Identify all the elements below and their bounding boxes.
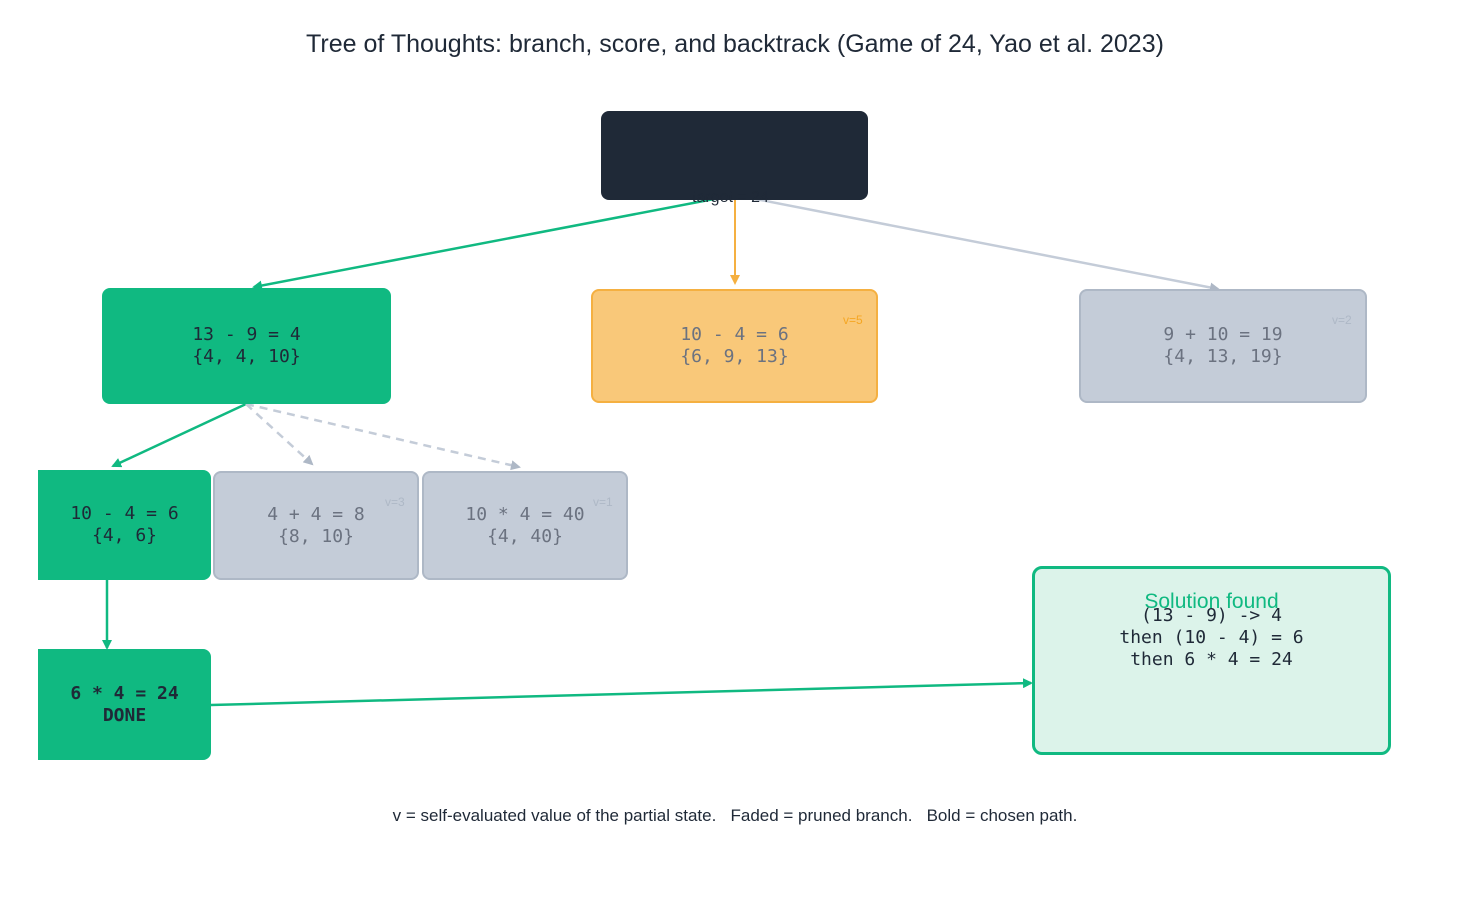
solution-step-2: then (10 - 4) = 6 [1119, 627, 1304, 648]
edge-root-to-l1-chosen [252, 193, 736, 291]
edge-l3-to-solution [210, 678, 1033, 707]
l1-node-orange-op: 10 - 4 = 6 [680, 324, 789, 345]
solution-panel [1032, 566, 1391, 755]
l1-node-pruned-op: 9 + 10 = 19 [1163, 324, 1283, 345]
root-target-label: target = 24 [692, 189, 769, 206]
edge-root-to-l1-pruned [734, 193, 1220, 293]
l2-node-pruned-b-op: 10 * 4 = 40 [465, 503, 585, 525]
l1-node-orange: 10 - 4 = 6 {6, 9, 13} [591, 289, 878, 403]
l2-node-pruned-a-score: v=3 [385, 495, 405, 509]
l2-node-pruned-b-set: {4, 40} [487, 525, 563, 547]
legend-footnote: v = self-evaluated value of the partial … [0, 806, 1470, 826]
l1-node-pruned: 9 + 10 = 19 {4, 13, 19} [1079, 289, 1367, 403]
edge-l1-to-l2-pruned-a [245, 403, 314, 466]
edge-l1-to-l2-pruned-b [245, 402, 521, 471]
l2-node-chosen-op: 10 - 4 = 6 [70, 503, 179, 524]
l1-node-chosen-set: {4, 4, 10} [192, 346, 301, 367]
root-node [601, 111, 868, 200]
solution-title: Solution found [1144, 590, 1279, 613]
solution-steps: (13 - 9) -> 4 then (10 - 4) = 6 then 6 *… [1032, 605, 1391, 671]
l1-node-chosen: 13 - 9 = 4 {4, 4, 10} [102, 288, 391, 404]
l3-node-done-op: 6 * 4 = 24 [70, 682, 179, 704]
l2-node-chosen-set: {4, 6} [91, 525, 158, 546]
edge-l1-to-l2-chosen [111, 402, 247, 468]
l3-node-done-label: DONE [102, 704, 147, 726]
l2-node-pruned-a-set: {8, 10} [278, 525, 354, 547]
diagram-title: Tree of Thoughts: branch, score, and bac… [306, 30, 1164, 58]
legend-footnote-text: v = self-evaluated value of the partial … [392, 806, 1078, 825]
l2-node-pruned-b-score: v=1 [593, 495, 613, 509]
l1-node-pruned-score: v=2 [1332, 313, 1352, 327]
l1-node-orange-score: v=5 [843, 313, 863, 327]
l1-node-chosen-op: 13 - 9 = 4 [192, 324, 301, 345]
l1-node-orange-set: {6, 9, 13} [680, 346, 789, 367]
l3-node-done: 6 * 4 = 24 DONE [38, 649, 211, 760]
l2-node-pruned-a: 4 + 4 = 8 {8, 10} [213, 471, 419, 580]
solution-step-1: (13 - 9) -> 4 [1141, 605, 1282, 626]
l2-node-pruned-a-op: 4 + 4 = 8 [267, 503, 365, 525]
l1-node-pruned-set: {4, 13, 19} [1163, 346, 1283, 367]
solution-step-3: then 6 * 4 = 24 [1130, 649, 1293, 670]
l2-node-pruned-b: 10 * 4 = 40 {4, 40} [422, 471, 628, 580]
l2-node-chosen: 10 - 4 = 6 {4, 6} [38, 470, 211, 580]
